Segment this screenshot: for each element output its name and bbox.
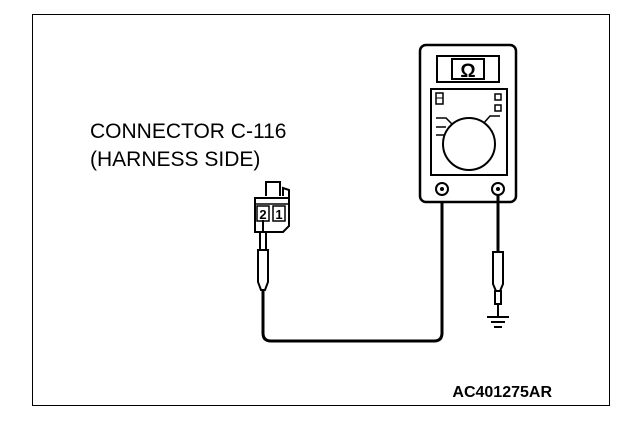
connector-c116: 2 1 <box>254 181 290 233</box>
pin-cell-1 <box>272 205 286 222</box>
test-lead-left <box>261 194 444 343</box>
ground-symbol-icon <box>487 316 509 328</box>
diagram-frame <box>32 14 610 406</box>
ohmmeter-icon: Ω <box>418 43 518 204</box>
figure-code: AC401275AR <box>452 384 552 401</box>
connector-lock-tab <box>265 181 281 196</box>
right-test-probe <box>492 251 504 316</box>
connector-side-label: (HARNESS SIDE) <box>90 148 260 171</box>
connector-title: CONNECTOR C-116 <box>90 120 286 143</box>
ohm-symbol: Ω <box>460 61 475 82</box>
pin-label-1: 1 <box>275 207 282 222</box>
left-test-probe <box>257 220 269 291</box>
meter-rotary-dial <box>442 117 496 171</box>
pin-label-2: 2 <box>259 207 266 222</box>
